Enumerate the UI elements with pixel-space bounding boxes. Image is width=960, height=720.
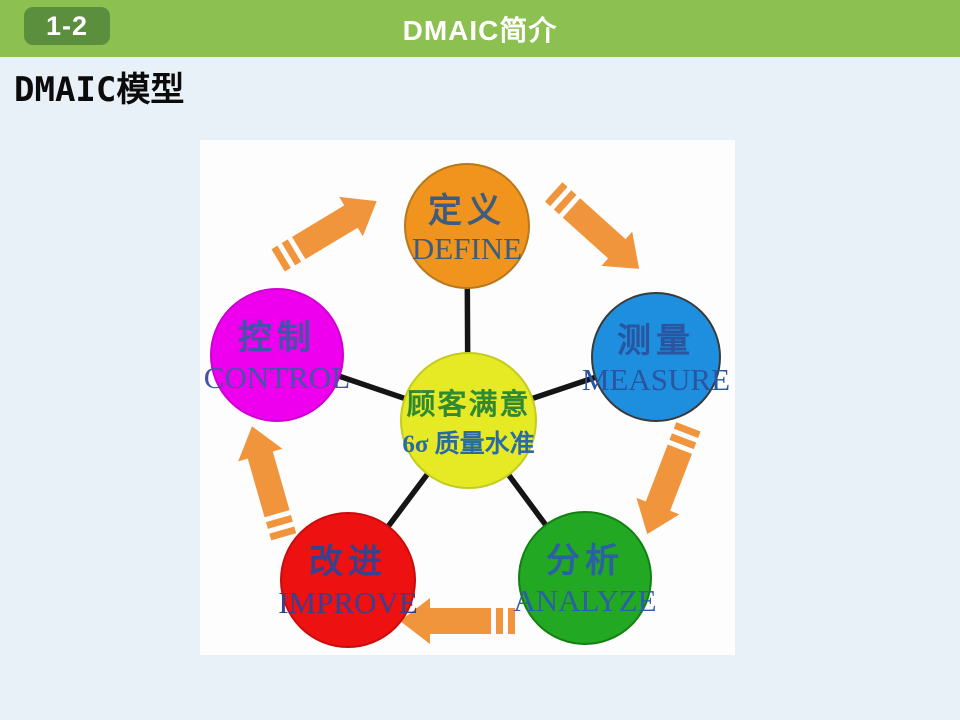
node-control: 控制 CONTROL [204,288,350,422]
node-measure-label-zh: 测量 [617,322,695,360]
slide-title: DMAIC简介 [402,14,558,46]
node-define-label-zh: 定义 [428,193,506,231]
node-measure: 测量 MEASURE [582,292,730,422]
node-define-label-en: DEFINE [411,230,523,266]
node-improve-label-zh: 改进 [309,543,387,581]
header-bar: DMAIC简介 1-2 [0,0,960,57]
node-improve-label-en: IMPROVE [278,585,418,621]
node-analyze-label-en: ANALYZE [513,583,657,619]
node-control-label-zh: 控制 [238,319,316,357]
node-control-label-en: CONTROL [203,360,351,396]
cycle-arrow-define-to-measure [544,182,640,269]
slide-number-badge: 1-2 [24,7,110,45]
cycle-arrows [238,182,701,644]
node-improve: 改进 IMPROVE [278,512,418,648]
center-goal-line2: 6σ 质量水准 [402,431,535,459]
center-goal-line1: 顾客满意 [406,388,531,421]
cycle-arrow-improve-to-control [238,426,297,541]
page-heading: DMAIC模型 [14,70,185,110]
cycle-arrow-control-to-define [271,196,377,272]
diagram-panel: 定义 DEFINE 测量 MEASURE 分析 ANALYZE 改进 IMPRO… [200,140,735,655]
cycle-arrow-analyze-to-improve [400,598,515,644]
cycle-arrow-measure-to-analyze [636,422,701,535]
node-measure-label-en: MEASURE [581,362,731,398]
node-analyze-label-zh: 分析 [546,542,624,580]
node-analyze: 分析 ANALYZE [513,511,657,645]
node-center-goal: 顾客满意 6σ 质量水准 [400,352,537,489]
node-define: 定义 DEFINE [404,163,530,289]
